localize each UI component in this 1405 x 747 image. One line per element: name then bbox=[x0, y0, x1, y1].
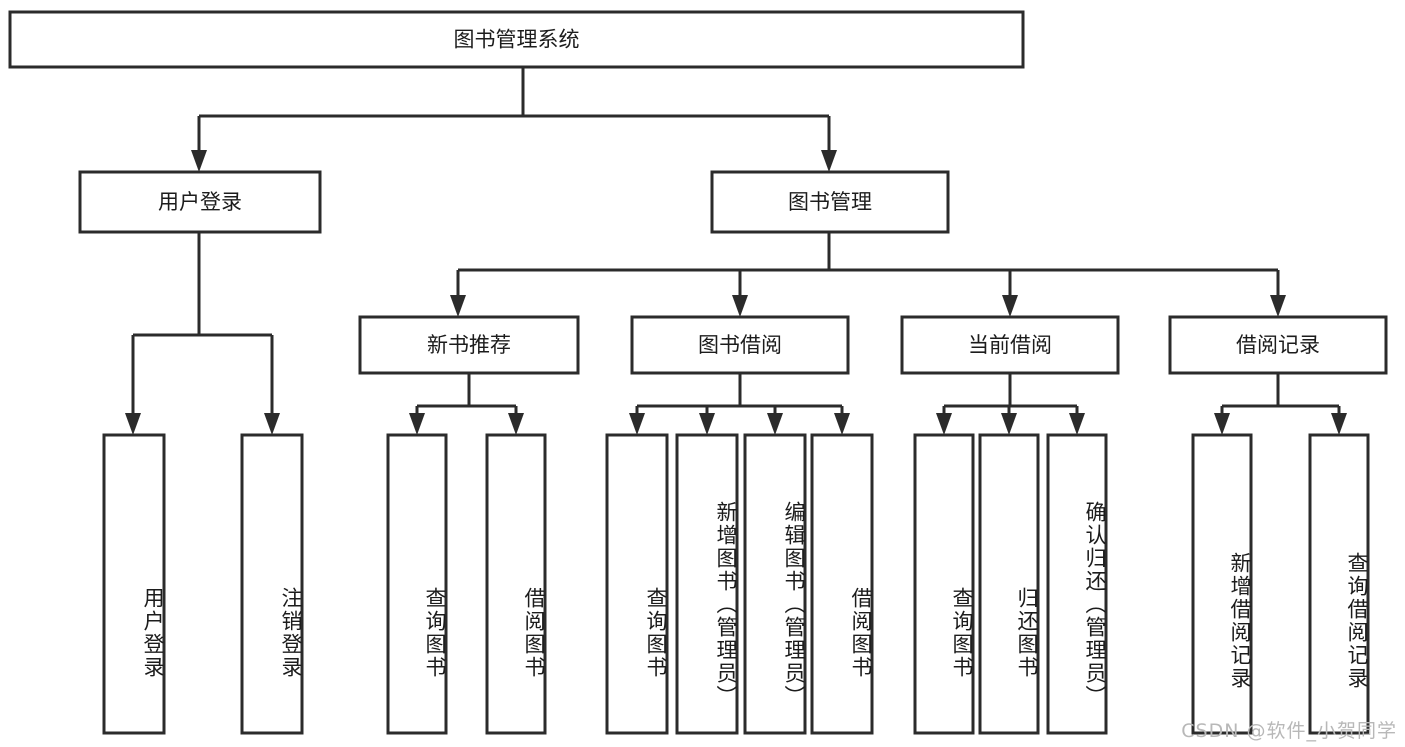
node-leaf-查询图书[interactable] bbox=[913, 433, 975, 735]
node-l2-图书借阅[interactable] bbox=[630, 315, 850, 375]
node-label: 图书管理 bbox=[788, 190, 872, 214]
arrow-head-icon bbox=[450, 295, 466, 317]
arrow-head-icon bbox=[1069, 413, 1085, 435]
node-label: 借阅记录 bbox=[1236, 333, 1320, 357]
node-leaf-用户登录[interactable] bbox=[102, 433, 166, 735]
node-box[interactable] bbox=[1046, 433, 1108, 735]
watermark: CSDN @软件_小贺同学 bbox=[1181, 720, 1397, 742]
arrow-head-icon bbox=[264, 413, 280, 435]
node-box[interactable] bbox=[605, 433, 669, 735]
node-l1-用户登录[interactable] bbox=[78, 170, 322, 234]
node-box[interactable] bbox=[358, 315, 580, 375]
node-leaf-借阅图书[interactable] bbox=[485, 433, 547, 735]
node-box[interactable] bbox=[1191, 433, 1253, 735]
arrow-head-icon bbox=[508, 413, 524, 435]
node-box[interactable] bbox=[102, 433, 166, 735]
node-box[interactable] bbox=[1308, 433, 1370, 735]
arrow-head-icon bbox=[834, 413, 850, 435]
node-leaf-新增借阅记录[interactable] bbox=[1191, 433, 1253, 735]
node-box[interactable] bbox=[240, 433, 304, 735]
node-box[interactable] bbox=[978, 433, 1040, 735]
node-label: 图书借阅 bbox=[698, 333, 782, 357]
node-box[interactable] bbox=[810, 433, 874, 735]
node-box[interactable] bbox=[485, 433, 547, 735]
arrow-head-icon bbox=[1002, 295, 1018, 317]
arrow-head-icon bbox=[409, 413, 425, 435]
arrow-head-icon bbox=[1001, 413, 1017, 435]
arrow-head-icon bbox=[699, 413, 715, 435]
node-l2-当前借阅[interactable] bbox=[900, 315, 1120, 375]
node-label: 图书管理系统 bbox=[454, 28, 580, 52]
arrow-head-icon bbox=[767, 413, 783, 435]
arrow-head-icon bbox=[125, 413, 141, 435]
node-box[interactable] bbox=[386, 433, 448, 735]
node-box[interactable] bbox=[900, 315, 1120, 375]
node-root-图书管理系统[interactable] bbox=[8, 10, 1025, 69]
node-leaf-确认归还管理员[interactable] bbox=[1046, 433, 1108, 735]
node-label: 当前借阅 bbox=[968, 333, 1052, 357]
node-l2-借阅记录[interactable] bbox=[1168, 315, 1388, 375]
node-box[interactable] bbox=[743, 433, 807, 735]
arrow-head-icon bbox=[1214, 413, 1230, 435]
node-box[interactable] bbox=[1168, 315, 1388, 375]
arrow-head-icon bbox=[191, 150, 207, 172]
arrow-head-icon bbox=[936, 413, 952, 435]
node-box[interactable] bbox=[675, 433, 739, 735]
arrow-head-icon bbox=[1270, 295, 1286, 317]
node-box[interactable] bbox=[913, 433, 975, 735]
node-box[interactable] bbox=[710, 170, 950, 234]
node-leaf-查询图书[interactable] bbox=[386, 433, 448, 735]
arrow-head-icon bbox=[1331, 413, 1347, 435]
node-box[interactable] bbox=[8, 10, 1025, 69]
arrow-head-icon bbox=[732, 295, 748, 317]
node-leaf-查询借阅记录[interactable] bbox=[1308, 433, 1370, 735]
node-box[interactable] bbox=[630, 315, 850, 375]
arrow-head-icon bbox=[629, 413, 645, 435]
node-label: 用户登录 bbox=[158, 190, 242, 214]
node-leaf-注销登录[interactable] bbox=[240, 433, 304, 735]
node-l2-新书推荐[interactable] bbox=[358, 315, 580, 375]
connector-layer bbox=[125, 67, 1347, 435]
node-leaf-借阅图书[interactable] bbox=[810, 433, 874, 735]
node-box[interactable] bbox=[78, 170, 322, 234]
node-leaf-归还图书[interactable] bbox=[978, 433, 1040, 735]
node-l1-图书管理[interactable] bbox=[710, 170, 950, 234]
arrow-head-icon bbox=[821, 150, 837, 172]
node-label: 新书推荐 bbox=[427, 333, 511, 357]
node-leaf-编辑图书管理员[interactable] bbox=[743, 433, 807, 735]
node-leaf-查询图书[interactable] bbox=[605, 433, 669, 735]
node-leaf-新增图书管理员[interactable] bbox=[675, 433, 739, 735]
